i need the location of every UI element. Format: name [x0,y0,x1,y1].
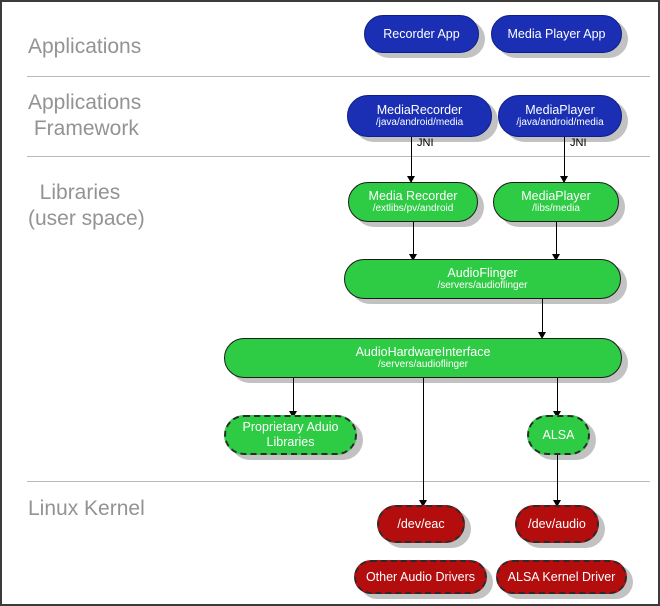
node-title: Recorder App [383,27,460,41]
node-title: Media Player App [507,27,606,41]
node-other-audio-drivers[interactable]: Other Audio Drivers [354,560,487,594]
node-title: Proprietary Aduio Libraries [242,420,339,449]
separator-framework [27,156,650,157]
node-title: MediaPlayer [521,189,591,203]
arrowhead-alsa-to-dev-audio [553,500,561,507]
node-subtitle: /servers/audioflinger [437,280,528,291]
separator-kernel [27,481,650,482]
node-media-player-app[interactable]: Media Player App [491,15,622,53]
arrowhead-mediaplayer-to-lib [560,176,568,183]
edge-label-jni-recorder: JNI [417,137,434,149]
node-subtitle: /servers/audioflinger [377,359,469,370]
node-alsa[interactable]: ALSA [527,415,590,455]
node-subtitle: /extlibs/pv/android [372,203,454,214]
arrowhead-mediarecorderlib-to-audioflinger [409,254,417,261]
node-mediarecorder-framework[interactable]: MediaRecorder /java/android/media [347,95,492,137]
node-audiohardwareinterface[interactable]: AudioHardwareInterface /servers/audiofli… [224,338,622,378]
connector-mediarecorderlib-to-audioflinger [413,222,414,260]
layer-label-applications-framework: Applications Framework [28,91,142,140]
node-title: AudioHardwareInterface [355,345,491,359]
node-title: ALSA Kernel Driver [507,570,616,584]
connector-ahi-to-alsa [557,378,558,416]
connector-mediarecorder-to-lib [411,137,412,182]
layer-label-linux-kernel: Linux Kernel [28,497,145,520]
node-recorder-app[interactable]: Recorder App [364,15,479,53]
node-title: /dev/eac [397,517,445,531]
connector-mediaplayerlib-to-audioflinger [556,222,557,260]
separator-applications [27,76,650,77]
node-subtitle: /java/android/media [375,117,464,128]
node-mediaplayer-lib[interactable]: MediaPlayer /libs/media [493,182,619,222]
arrowhead-ahi-to-dev-eac [419,500,427,507]
node-title: Media Recorder [368,189,458,203]
connector-ahi-to-proprietary [293,378,294,416]
node-title: AudioFlinger [447,266,518,280]
layer-label-applications: Applications [28,35,142,58]
node-title: ALSA [542,428,575,442]
node-title: Other Audio Drivers [365,570,476,584]
arrowhead-mediaplayerlib-to-audioflinger [552,254,560,261]
connector-mediaplayer-to-lib [564,137,565,182]
node-dev-eac[interactable]: /dev/eac [377,505,465,543]
connector-audioflinger-to-ahi [542,299,543,337]
node-title: /dev/audio [528,517,586,531]
arrowhead-ahi-to-alsa [553,411,561,418]
arrowhead-mediarecorder-to-lib [407,176,415,183]
layer-label-libraries: Libraries (user space) [28,181,145,230]
arrowhead-audioflinger-to-ahi [538,332,546,339]
node-alsa-kernel-driver[interactable]: ALSA Kernel Driver [496,560,627,594]
node-dev-audio[interactable]: /dev/audio [515,505,599,543]
node-proprietary-audio-libraries[interactable]: Proprietary Aduio Libraries [224,415,357,455]
node-audioflinger[interactable]: AudioFlinger /servers/audioflinger [344,259,621,299]
node-title: MediaRecorder [376,103,463,117]
node-title: MediaPlayer [525,103,595,117]
node-subtitle: /libs/media [532,203,580,214]
node-mediaplayer-framework[interactable]: MediaPlayer /java/android/media [498,95,622,137]
node-subtitle: /java/android/media [516,117,604,128]
connector-ahi-to-dev-eac [423,378,424,505]
connector-alsa-to-dev-audio [557,455,558,505]
arrowhead-ahi-to-proprietary [289,411,297,418]
edge-label-jni-player: JNI [570,137,587,149]
node-media-recorder-lib[interactable]: Media Recorder /extlibs/pv/android [348,182,478,222]
